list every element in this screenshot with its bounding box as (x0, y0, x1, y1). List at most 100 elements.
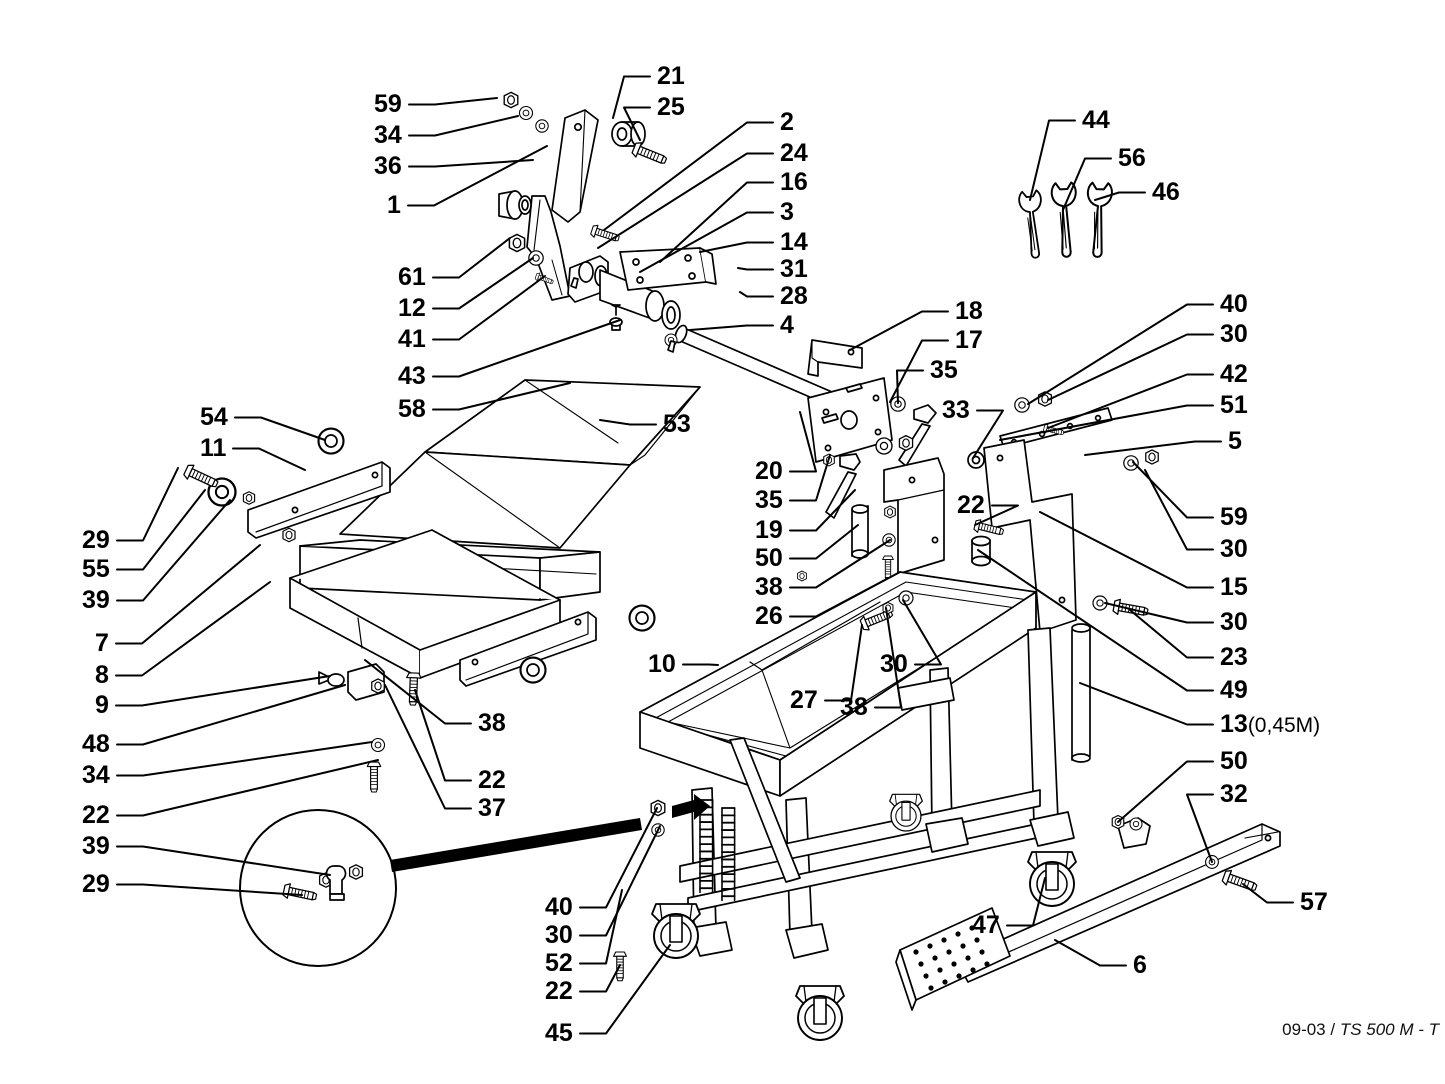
leader-line-51 (999, 404, 1214, 441)
callout-number: 44 (1082, 106, 1110, 134)
leader-line-33 (972, 409, 1004, 459)
callout-number: 35 (755, 486, 783, 514)
callout-16: 16 (780, 170, 808, 195)
callout-42: 42 (1220, 362, 1248, 387)
leader-line-8 (115, 581, 271, 677)
callout-56: 56 (1118, 146, 1146, 171)
leader-line-5 (1084, 440, 1222, 456)
callout-30: 30 (1220, 322, 1248, 347)
callout-50: 50 (1220, 749, 1248, 774)
leader-line-26 (789, 571, 901, 618)
leader-line-30 (1047, 333, 1214, 401)
callout-number: 16 (780, 168, 808, 196)
callout-number: 29 (82, 526, 110, 554)
leader-line-50 (789, 524, 859, 560)
leader-line-43 (432, 319, 621, 378)
leader-line-35 (789, 454, 831, 502)
callout-37: 37 (478, 796, 506, 821)
callout-number: 48 (82, 730, 110, 758)
callout-number: 7 (95, 629, 109, 657)
callout-number: 47 (972, 911, 1000, 939)
callout-35: 35 (930, 358, 958, 383)
callout-number: 20 (755, 457, 783, 485)
leader-line-49 (977, 549, 1214, 692)
leader-line-30 (1104, 602, 1214, 624)
table-panels (182, 379, 701, 793)
callout-36: 36 (374, 154, 402, 179)
callout-18: 18 (955, 299, 983, 324)
leader-line-11 (232, 447, 306, 471)
callout-59: 59 (374, 92, 402, 117)
callout-number: 10 (648, 650, 676, 678)
callout-52: 52 (545, 951, 573, 976)
callout-number: 8 (95, 661, 109, 689)
callout-number: 24 (780, 139, 808, 167)
leader-line-35 (896, 369, 924, 404)
callout-number: 13 (1220, 710, 1248, 738)
callout-number: 35 (930, 356, 958, 384)
callout-number: 5 (1228, 427, 1242, 455)
callout-number: 1 (387, 191, 401, 219)
callout-54: 54 (200, 405, 228, 430)
leader-line-38 (789, 539, 891, 589)
leader-line-48 (116, 684, 346, 746)
callout-number: 54 (200, 403, 228, 431)
callout-number: 29 (82, 870, 110, 898)
callout-number: 57 (1300, 888, 1328, 916)
callout-7: 7 (95, 631, 109, 656)
footer-model-code: 09-03 / TS 500 M - T (1282, 1020, 1439, 1040)
callout-number: 52 (545, 949, 573, 977)
leader-line-21 (612, 75, 651, 119)
callout-number: 43 (398, 362, 426, 390)
callout-28: 28 (780, 284, 808, 309)
callout-number: 46 (1152, 178, 1180, 206)
callout-12: 12 (398, 296, 426, 321)
callout-number: 33 (942, 396, 970, 424)
leader-line-54 (234, 416, 326, 441)
callout-1: 1 (387, 193, 401, 218)
leader-line-44 (1029, 119, 1076, 201)
callout-43: 43 (398, 364, 426, 389)
leader-line-37 (384, 684, 472, 810)
callout-number: 50 (755, 544, 783, 572)
leader-line-50 (1117, 760, 1214, 823)
callout-30: 30 (545, 923, 573, 948)
callout-44: 44 (1082, 108, 1110, 133)
leader-line-4 (689, 324, 774, 331)
leader-line-14 (699, 241, 774, 253)
callout-38: 38 (478, 711, 506, 736)
leader-line-16 (659, 181, 774, 263)
leader-line-22 (974, 504, 1019, 526)
callout-4: 4 (780, 313, 794, 338)
leader-line-22 (414, 689, 472, 782)
leader-line-40 (1027, 303, 1214, 405)
leader-line-22 (116, 759, 379, 817)
callout-3: 3 (780, 200, 794, 225)
callout-number: 21 (657, 62, 685, 90)
callout-number: 30 (1220, 535, 1248, 563)
callout-30: 30 (1220, 610, 1248, 635)
leader-line-2 (603, 121, 774, 231)
leader-line-7 (115, 544, 261, 645)
callout-40: 40 (1220, 292, 1248, 317)
callout-26: 26 (755, 604, 783, 629)
leader-line-1 (407, 145, 548, 207)
leader-line-52 (579, 889, 623, 965)
callout-30: 30 (880, 652, 908, 677)
leader-line-53 (599, 419, 657, 426)
callout-number: 34 (82, 761, 110, 789)
callout-number: 38 (478, 709, 506, 737)
leader-line-47 (1006, 877, 1046, 927)
leader-line-61 (432, 237, 511, 279)
callout-2: 2 (780, 110, 794, 135)
leader-line-46 (1094, 191, 1146, 201)
callout-58: 58 (398, 397, 426, 422)
leader-line-45 (579, 944, 671, 1035)
leader-line-27 (824, 624, 863, 702)
callout-number: 51 (1220, 391, 1248, 419)
leader-line-55 (116, 489, 206, 571)
callout-number: 19 (755, 516, 783, 544)
callout-number: 42 (1220, 360, 1248, 388)
leader-line-36 (408, 159, 534, 168)
callout-number: 59 (1220, 503, 1248, 531)
